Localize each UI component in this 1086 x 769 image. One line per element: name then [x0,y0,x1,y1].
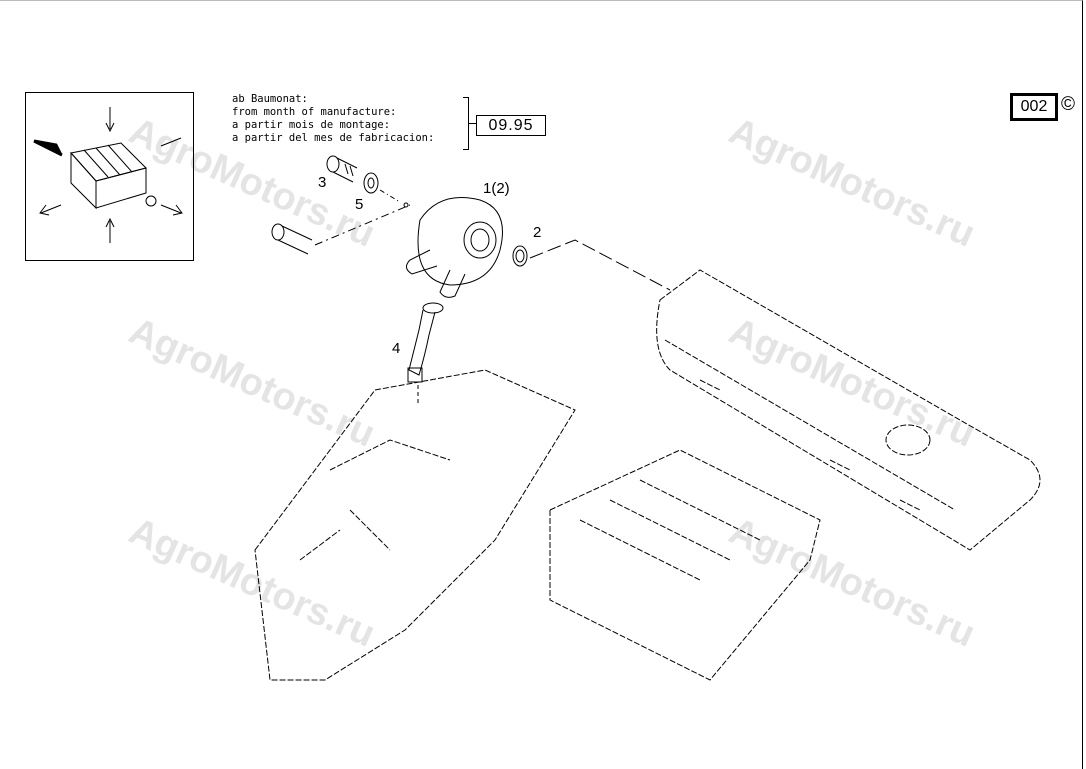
bolt-part[interactable] [271,223,313,255]
callout-5: 5 [355,196,364,213]
washer-part-5[interactable] [363,172,379,194]
seal-ring-part-2[interactable] [512,245,528,267]
callout-1: 1(2) [483,180,510,197]
note-bracket-tick [468,123,476,124]
cylinder-head-cover [656,269,1041,551]
note-line-de: ab Baumonat: [232,93,308,105]
callout-2: 2 [533,224,542,241]
validity-date: 09.95 [476,115,546,136]
fastener-point [403,202,409,208]
engine-orientation-inset [25,92,194,261]
hose-part-4[interactable] [407,302,444,383]
engine-orientation-icon [33,107,183,243]
page-number: 002 [1010,93,1058,121]
validity-note: ab Baumonat:from month of manufacture:a … [232,93,434,145]
engine-block [254,369,576,681]
thermostat-housing-part-1[interactable] [406,197,503,298]
cylinder-head [549,449,821,681]
callout-3: 3 [318,174,327,191]
note-line-es: a partir del mes de fabricacion: [232,132,435,144]
copyright-icon: © [1061,94,1075,115]
bolt-part-3[interactable] [326,155,358,183]
callout-4: 4 [392,340,401,357]
note-line-en: from month of manufacture: [232,106,397,118]
note-line-fr: a partir mois de montage: [232,119,391,131]
